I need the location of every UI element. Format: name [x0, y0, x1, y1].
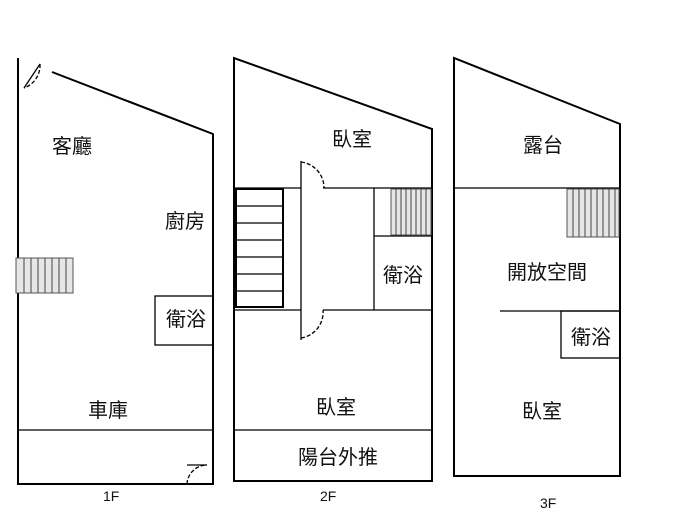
1f-entry-door — [23, 63, 41, 89]
room-balcony: 陽台外推 — [298, 445, 378, 469]
3f-stairs — [566, 188, 620, 238]
floor-label-1f: 1F — [103, 488, 119, 504]
3f-outline — [453, 56, 621, 477]
1f-outline — [17, 58, 214, 485]
2f-upper-door — [300, 161, 325, 189]
room-2f-bedroom-top: 臥室 — [332, 127, 372, 151]
room-open-space: 開放空間 — [507, 260, 587, 284]
room-2f-bathroom: 衛浴 — [383, 263, 423, 287]
room-3f-bathroom: 衛浴 — [571, 325, 611, 349]
room-1f-bathroom: 衛浴 — [166, 307, 206, 331]
floor-1f: 客廳 廚房 衛浴 車庫 1F — [15, 58, 214, 504]
1f-garage-door — [186, 464, 208, 485]
2f-stairs — [390, 188, 432, 236]
floor-3f: 露台 開放空間 衛浴 臥室 3F — [453, 56, 621, 511]
floor-label-2f: 2F — [320, 488, 336, 504]
2f-lower-door — [300, 309, 324, 339]
3f-bathroom-walls — [560, 310, 621, 359]
room-garage: 車庫 — [88, 398, 128, 422]
floor-label-3f: 3F — [540, 495, 556, 511]
1f-bathroom-walls — [154, 295, 214, 346]
floor-2f: 臥室 衛浴 臥室 陽台外推 2F — [233, 56, 433, 504]
room-living-room: 客廳 — [52, 134, 92, 158]
1f-stairs — [15, 257, 74, 294]
room-kitchen: 廚房 — [165, 209, 205, 233]
2f-outline — [233, 56, 433, 482]
room-3f-bedroom: 臥室 — [522, 399, 562, 423]
room-terrace: 露台 — [523, 133, 563, 157]
2f-main-stairs — [235, 188, 284, 308]
room-2f-bedroom-bottom: 臥室 — [316, 395, 356, 419]
